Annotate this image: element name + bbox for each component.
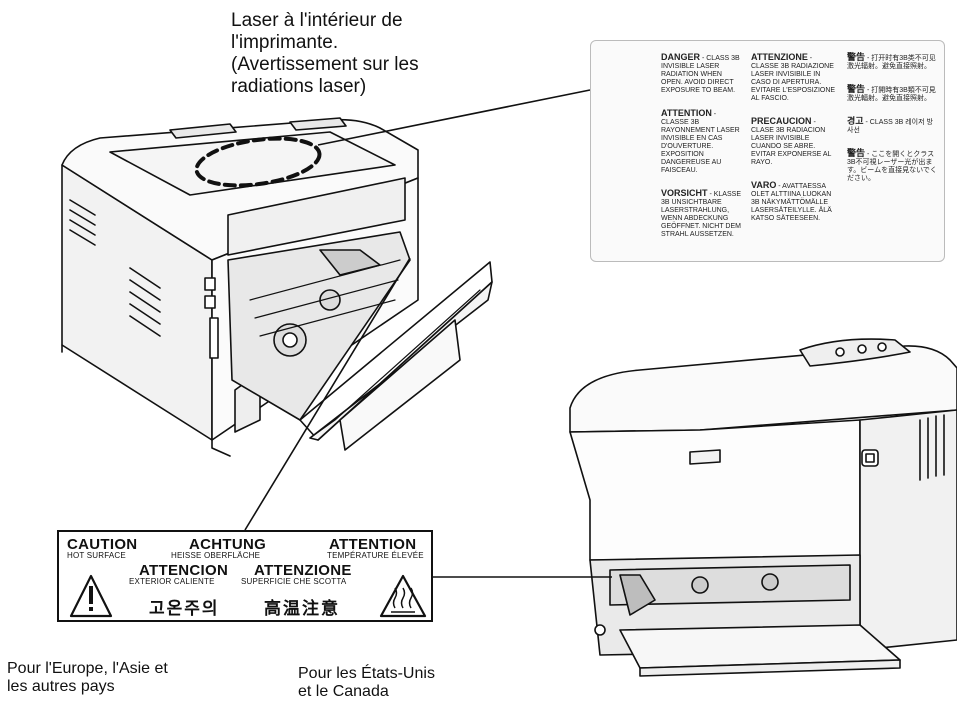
caption-europe-line2: les autres pays xyxy=(7,678,115,695)
laser-label-col3: 警告 - 打开时有3B类不可见激光辐射。避免直接照射。 警告 - 打開時有3B類… xyxy=(847,52,937,183)
hot-caution: CAUTION xyxy=(67,536,138,553)
laser-warning-label: DANGER - CLASS 3B INVISIBLE LASER RADIAT… xyxy=(590,40,945,262)
exclamation-warning-icon xyxy=(69,574,113,618)
hot-attenzione: ATTENZIONE xyxy=(254,562,352,579)
hot-achtung-sub: HEISSE OBERFLÄCHE xyxy=(171,551,261,560)
laser-label-col1: DANGER - CLASS 3B INVISIBLE LASER RADIAT… xyxy=(661,52,741,239)
caption-europe-line1: Pour l'Europe, l'Asie et xyxy=(7,660,168,677)
hot-attenzione-sub: SUPERFICIE CHE SCOTTA xyxy=(241,577,347,586)
hot-korean: 고온주의 xyxy=(149,599,220,618)
caption-usa-canada: Pour les États-Unis et le Canada xyxy=(298,665,435,701)
laser-caption-line2: l'imprimante. xyxy=(231,32,339,53)
hot-atencion: ATTENCION xyxy=(139,562,229,579)
caption-usa-line1: Pour les États-Unis xyxy=(298,665,435,682)
laser-caption-line4: radiations laser) xyxy=(231,76,367,97)
hot-surface-label: CAUTION HOT SURFACE ACHTUNG HEISSE OBERF… xyxy=(57,530,433,622)
hot-attention: ATTENTION xyxy=(329,536,417,553)
leader-laser xyxy=(317,89,591,146)
hot-achtung: ACHTUNG xyxy=(189,536,267,553)
laser-label-col2: ATTENZIONE - CLASSE 3B RADIAZIONE LASER … xyxy=(751,52,836,223)
laser-caption-line3: (Avertissement sur les xyxy=(231,54,419,75)
caption-europe-asia: Pour l'Europe, l'Asie et les autres pays xyxy=(7,660,168,696)
laser-caption: Laser à l'intérieur de l'imprimante. (Av… xyxy=(231,10,419,98)
hot-caution-sub: HOT SURFACE xyxy=(67,551,126,560)
hot-attention-sub: TEMPÉRATURE ÉLEVÉE xyxy=(327,551,424,560)
laser-caption-line1: Laser à l'intérieur de xyxy=(231,10,403,31)
hot-atencion-sub: EXTERIOR CALIENTE xyxy=(129,577,215,586)
leader-hot-left xyxy=(244,257,411,531)
printer-rear-view xyxy=(61,117,493,457)
caption-usa-line2: et le Canada xyxy=(298,683,389,700)
printer-front-view xyxy=(569,338,957,677)
hot-chinese: 高温注意 xyxy=(264,599,340,618)
hot-label-icons xyxy=(69,574,427,618)
hot-surface-icon xyxy=(379,574,427,618)
